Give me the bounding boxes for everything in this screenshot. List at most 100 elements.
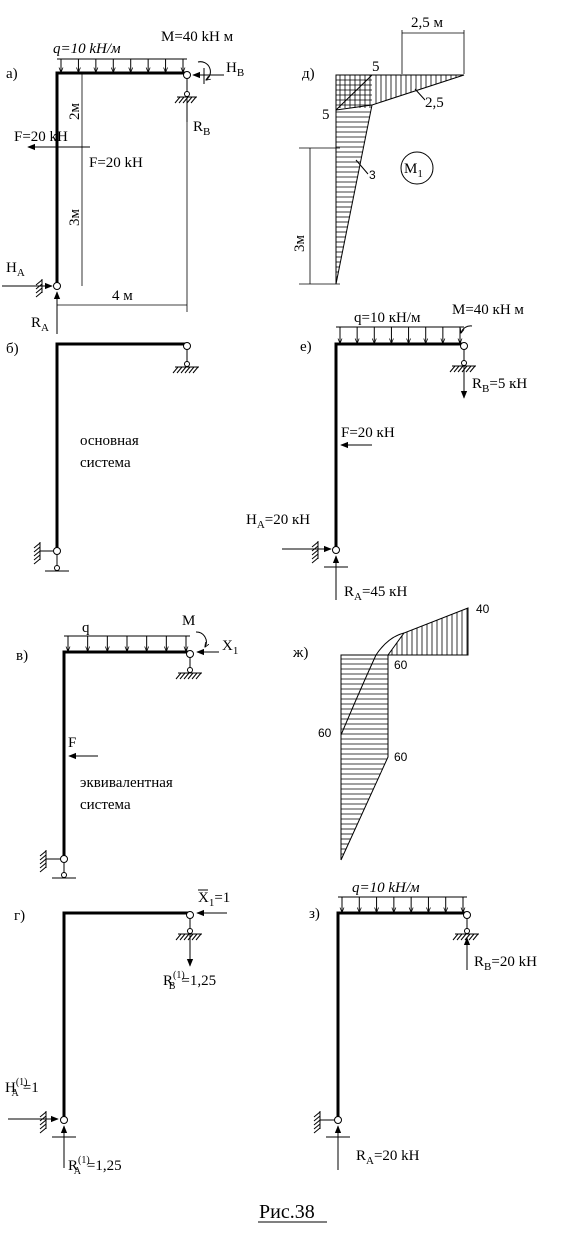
panel-v: в) q M X1 F эквивалентная система: [16, 613, 238, 879]
panel-d: д) 2,5 м 5 5 2,5 3 3м M1: [292, 15, 465, 285]
support-pin-b-z: [464, 928, 470, 934]
frame-g: [62, 911, 190, 1119]
support-pin-b-b: [184, 361, 190, 367]
ground-hatch-stroke: [39, 854, 47, 861]
ground-hatch-b-e: [449, 365, 476, 373]
moment-arc-a: [197, 61, 210, 80]
ground-hatch-stroke: [313, 1111, 321, 1118]
ground-hatch-a-z: [313, 1111, 321, 1134]
ground-hatch-stroke: [188, 366, 195, 374]
value-3-d: 3: [369, 168, 376, 182]
ha-label-e: HA=20 кН: [246, 512, 310, 531]
hinge-a-e: [332, 546, 340, 554]
ground-hatch-stroke: [39, 1115, 47, 1122]
moment-label-a: M=40 kH м: [161, 29, 234, 45]
ground-hatch-stroke: [456, 933, 463, 941]
ground-hatch-stroke: [39, 1123, 47, 1130]
ground-hatch-stroke: [192, 366, 199, 374]
hinge-b-a: [183, 71, 191, 79]
frame-v: [62, 650, 190, 858]
ra-label-a: RA: [31, 315, 49, 334]
ground-hatch-stroke: [35, 287, 43, 294]
ground-hatch-stroke: [172, 366, 179, 374]
moment-arc-e: [461, 325, 473, 333]
ground-hatch-stroke: [313, 1123, 321, 1130]
ground-hatch-stroke: [33, 542, 41, 549]
support-pin-a-b: [54, 565, 60, 571]
q-label-v: q: [82, 620, 90, 636]
ground-hatch-stroke: [191, 672, 198, 680]
moment-label-v: M: [182, 613, 195, 629]
ground-hatch-stroke: [313, 1119, 321, 1126]
ground-hatch-stroke: [184, 366, 191, 374]
ground-hatch-stroke: [39, 858, 47, 865]
hinge-a-b: [53, 547, 61, 555]
basic-system-line1: основная: [80, 433, 139, 449]
hinge-a-v: [60, 855, 68, 863]
force-f-label-left-a: F=20 kH: [14, 129, 68, 145]
ground-hatch-stroke: [311, 557, 319, 564]
ground-hatch-stroke: [35, 279, 43, 286]
ground-hatch-a-g: [39, 1111, 47, 1134]
ground-hatch-stroke: [39, 1119, 47, 1126]
panel-d-label: д): [302, 66, 315, 82]
ground-hatch-stroke: [187, 672, 194, 680]
diagram-mid-edge-d: [335, 104, 373, 111]
moment-label-e: M=40 кН м: [452, 302, 524, 318]
hinge-b-v: [186, 650, 194, 658]
ground-hatch-a-a: [35, 279, 43, 298]
ground-hatch-stroke: [176, 366, 183, 374]
panel-e-label: е): [300, 339, 312, 355]
value-40-zh: 40: [476, 602, 490, 616]
diagram-left-outline-d: [335, 74, 374, 284]
frame-z: [336, 911, 467, 1119]
ground-hatch-stroke: [460, 933, 467, 941]
ground-hatch-a-v: [39, 850, 47, 873]
support-pin-b-v: [187, 667, 193, 673]
ground-hatch-stroke: [453, 365, 460, 373]
diagram-right-outline-d: [335, 74, 465, 285]
panel-g: г) X1=1 R(1)B=1,25 H(1)A=1 R(1)A=1,25: [5, 889, 230, 1177]
rb-label-z: RB=20 kH: [474, 954, 537, 973]
ground-hatch-stroke: [35, 291, 43, 298]
ground-hatch-stroke: [39, 1127, 47, 1134]
ground-hatch-a-b: [33, 542, 41, 565]
ground-hatch-stroke: [39, 850, 47, 857]
ground-hatch-stroke: [174, 96, 181, 104]
support-pin-b-g: [187, 928, 193, 934]
ground-hatch-b-z: [452, 933, 479, 941]
ground-hatch-b-v: [175, 672, 202, 680]
ground-hatch-stroke: [33, 550, 41, 557]
panel-z: з) q=10 kH/м RB=20 kH RA=20 kH: [309, 880, 537, 1170]
ra-label-z: RA=20 kH: [356, 1148, 420, 1167]
ground-hatch-stroke: [311, 553, 319, 560]
hinge-b-g: [186, 911, 194, 919]
ground-hatch-stroke: [33, 546, 41, 553]
panel-zh-label: ж): [292, 645, 308, 661]
panel-v-label: в): [16, 648, 28, 664]
value-60-mid-zh: 60: [394, 750, 408, 764]
leader-3-d: [355, 159, 369, 175]
q-label-z: q=10 kH/м: [352, 880, 420, 896]
rb-label-e: RB=5 кН: [472, 376, 527, 395]
support-pin-b-e: [461, 360, 467, 366]
ra-label-e: RA=45 кН: [344, 584, 407, 603]
ground-hatch-stroke: [183, 933, 190, 941]
ground-hatch-stroke: [472, 933, 479, 941]
frame-e: [334, 342, 464, 549]
hinge-a-g: [60, 1116, 68, 1124]
m1-circle-d: [400, 151, 434, 185]
support-pin-a-v: [61, 872, 67, 878]
distributed-load-arrows-v: [68, 636, 186, 651]
value-5-left-d: 5: [322, 107, 330, 123]
value-60-left-zh: 60: [318, 726, 332, 740]
ground-hatch-stroke: [178, 96, 185, 104]
ground-hatch-stroke: [39, 862, 47, 869]
ground-hatch-stroke: [33, 554, 41, 561]
value-25-d: 2,5: [425, 95, 444, 111]
ground-hatch-stroke: [457, 365, 464, 373]
equiv-system-line1: эквивалентная: [80, 775, 173, 791]
dim-3m-label-d: 3м: [292, 235, 308, 253]
ground-hatch-stroke: [39, 866, 47, 873]
dim-25-label-d: 2,5 м: [411, 15, 444, 31]
